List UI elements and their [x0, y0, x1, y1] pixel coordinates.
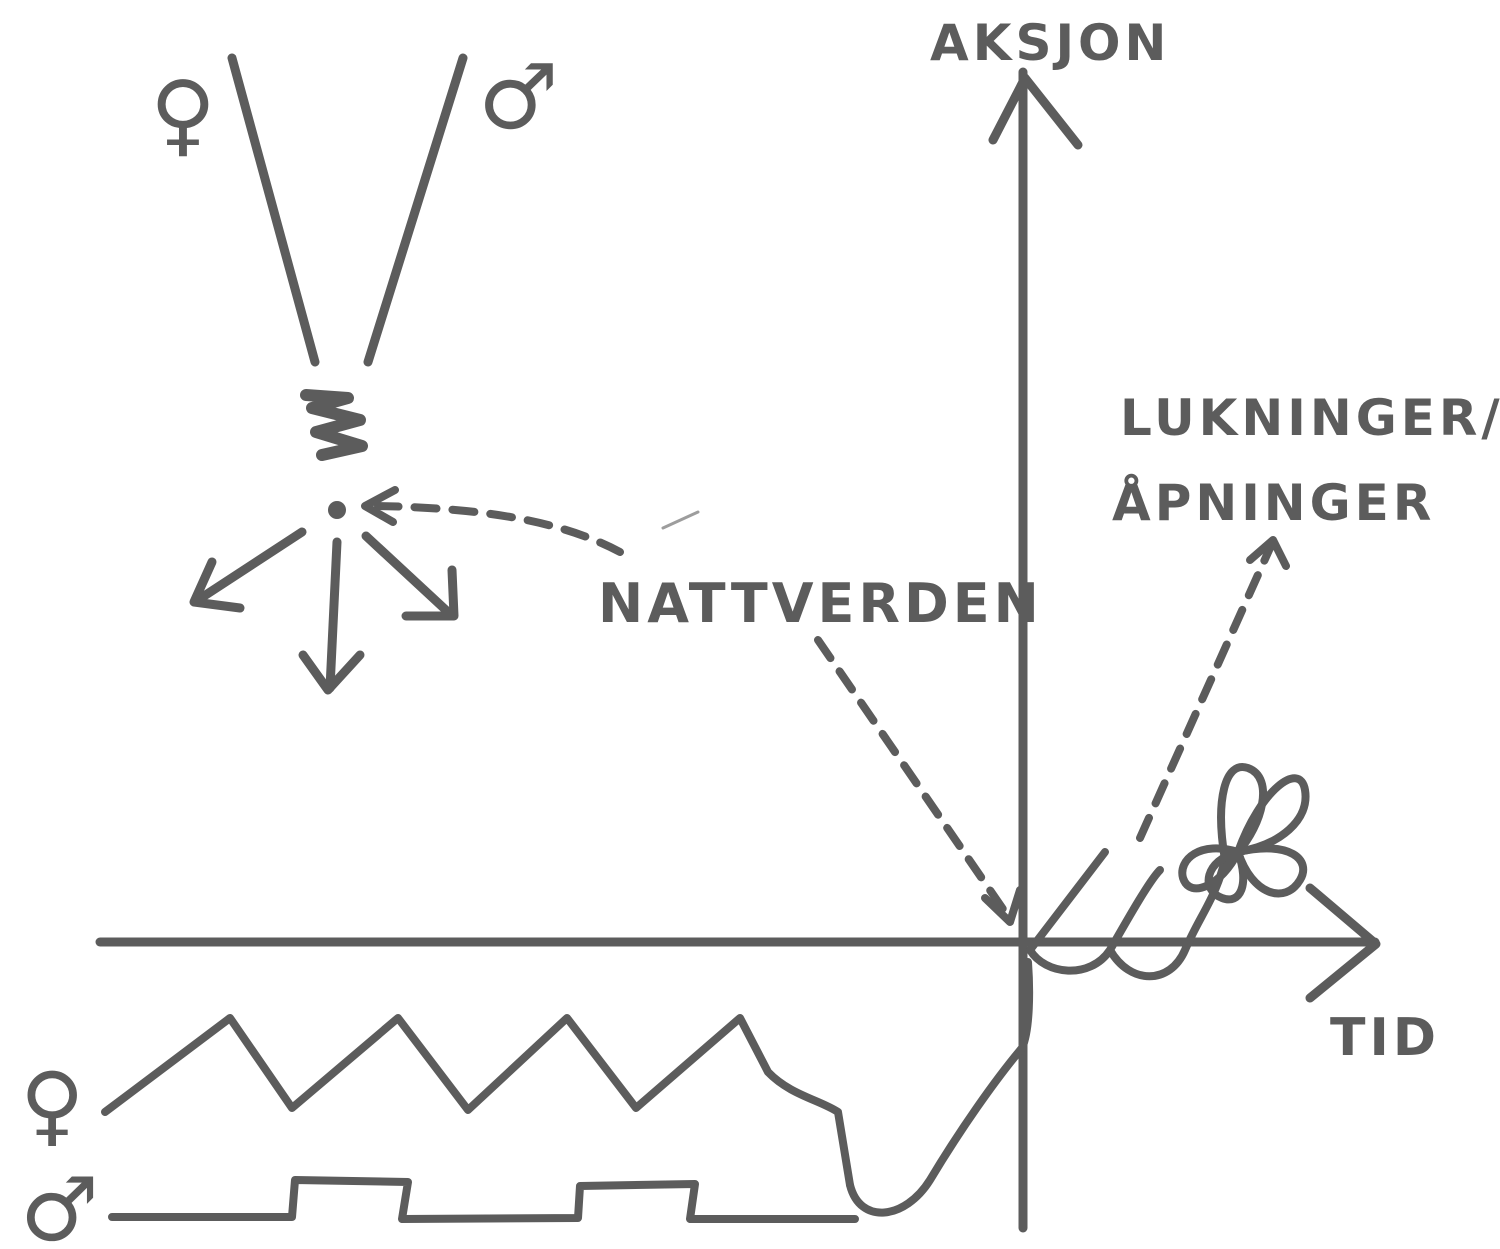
female-symbol-top: ♀	[150, 62, 216, 167]
female-converging-line	[227, 53, 320, 367]
rising-curve	[846, 958, 1034, 1217]
female-symbol-bottom: ♀	[20, 1053, 84, 1156]
arrow-down-left	[189, 527, 307, 613]
male-symbol-top: ♂	[478, 45, 559, 150]
male-symbol-bottom: ♂	[20, 1158, 99, 1249]
flower-icon	[1178, 763, 1310, 904]
x-axis-label: TID	[1330, 1008, 1440, 1068]
male-square-wave	[108, 1176, 859, 1223]
male-converging-line	[363, 53, 468, 367]
arrow-down-right	[361, 531, 459, 621]
dashed-arrow-to-origin	[814, 636, 1024, 926]
label-nattverden: NATTVERDEN	[598, 572, 1043, 635]
dashed-arrow-to-lukninger	[1136, 536, 1290, 842]
spring-zigzag	[300, 389, 368, 461]
dot-point	[328, 501, 346, 519]
label-lukninger: LUKNINGER/	[1120, 389, 1500, 447]
female-zigzag-line	[101, 1014, 854, 1189]
x-axis	[95, 883, 1381, 1003]
label-apninger: ÅPNINGER	[1112, 473, 1435, 532]
y-axis-label: AKSJON	[930, 14, 1170, 72]
arrow-down	[298, 537, 365, 695]
smudge-mark	[661, 510, 700, 530]
loop-curve	[1026, 848, 1229, 981]
y-axis	[988, 67, 1083, 1233]
dashed-arrow-to-dot	[361, 486, 624, 556]
